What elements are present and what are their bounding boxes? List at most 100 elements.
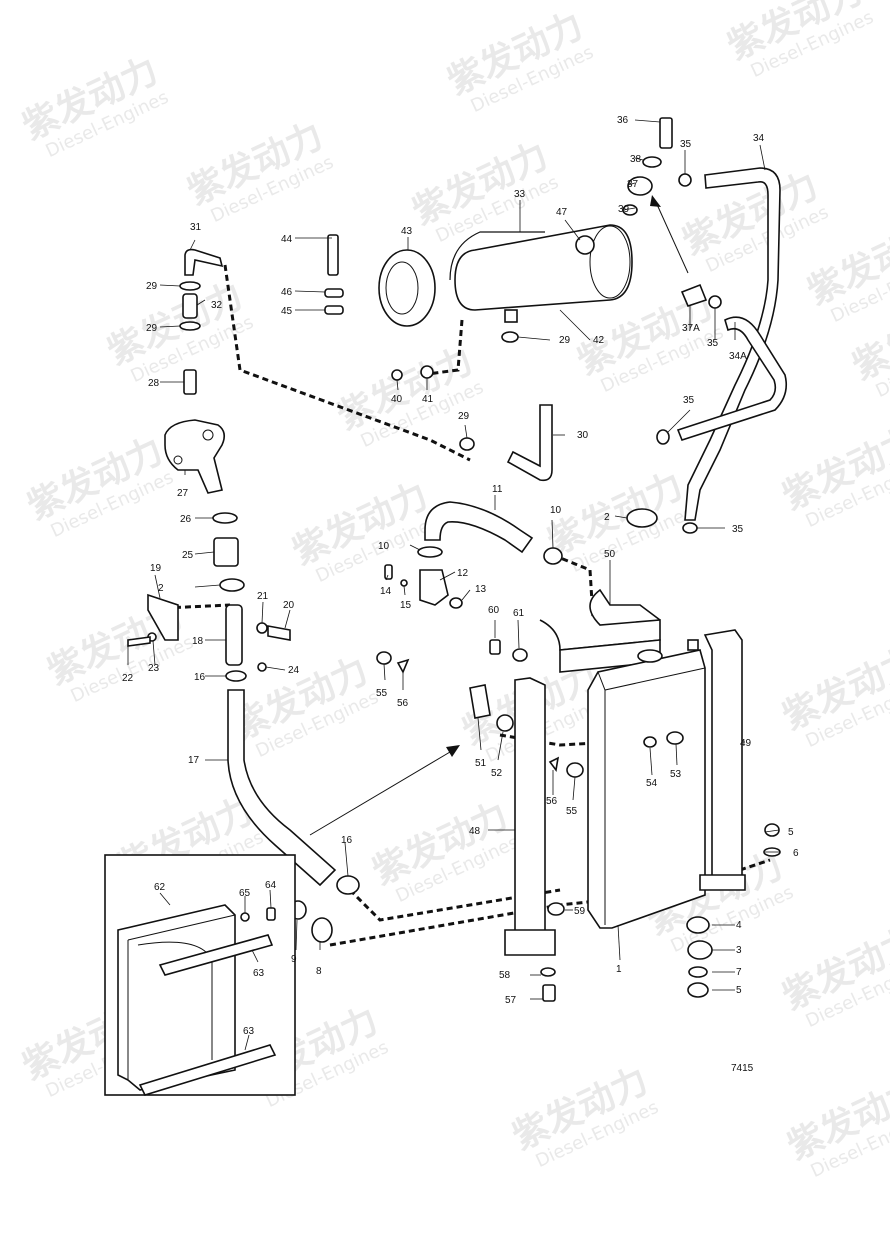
callout-59: 59 (574, 906, 586, 917)
callout-16: 16 (341, 835, 353, 846)
callout-37: 37 (627, 179, 639, 190)
callout-33: 33 (514, 189, 526, 200)
callout-8: 8 (316, 966, 322, 977)
callout-29: 29 (146, 281, 158, 292)
callout-49: 49 (740, 738, 752, 749)
callout-19: 19 (150, 563, 162, 574)
callout-31: 31 (190, 222, 202, 233)
callout-22: 22 (122, 673, 134, 684)
callout-9: 9 (291, 954, 297, 965)
callout-36: 36 (617, 115, 629, 126)
callout-17: 17 (188, 755, 200, 766)
callout-5: 5 (736, 985, 742, 996)
callout-56: 56 (397, 698, 409, 709)
callout-54: 54 (646, 778, 658, 789)
callout-23: 23 (148, 663, 160, 674)
callout-30: 30 (577, 430, 589, 441)
callout-24: 24 (288, 665, 300, 676)
callout-35: 35 (707, 338, 719, 349)
callout-45: 45 (281, 306, 293, 317)
callout-34A: 34A (729, 351, 747, 362)
callout-63: 63 (253, 968, 265, 979)
callout-51: 51 (475, 758, 487, 769)
callout-40: 40 (391, 394, 403, 405)
callout-55: 55 (566, 806, 578, 817)
callout-63: 63 (243, 1026, 255, 1037)
callout-58: 58 (499, 970, 511, 981)
callout-3: 3 (736, 945, 742, 956)
callout-41: 41 (422, 394, 434, 405)
callout-2: 2 (604, 512, 610, 523)
callout-52: 52 (491, 768, 503, 779)
callout-10: 10 (378, 541, 390, 552)
callout-44: 44 (281, 234, 293, 245)
callout-62: 62 (154, 882, 166, 893)
callout-37A: 37A (682, 323, 700, 334)
callout-6: 6 (793, 848, 799, 859)
callout-28: 28 (148, 378, 160, 389)
callout-5: 5 (788, 827, 794, 838)
callout-60: 60 (488, 605, 500, 616)
callout-14: 14 (380, 586, 392, 597)
callout-11: 11 (492, 484, 503, 495)
callout-13: 13 (475, 584, 487, 595)
callout-35: 35 (683, 395, 695, 406)
callout-32: 32 (211, 300, 223, 311)
callout-18: 18 (192, 636, 204, 647)
callout-7: 7 (736, 967, 742, 978)
callout-16: 16 (194, 672, 206, 683)
callout-21: 21 (257, 591, 269, 602)
callout-39: 39 (618, 204, 630, 215)
callout-50: 50 (604, 549, 616, 560)
callout-15: 15 (400, 600, 412, 611)
callout-42: 42 (593, 335, 605, 346)
callout-20: 20 (283, 600, 295, 611)
callout-61: 61 (513, 608, 525, 619)
callout-38: 38 (630, 154, 642, 165)
callout-34: 34 (753, 133, 765, 144)
callout-2: 2 (158, 583, 164, 594)
callout-4: 4 (736, 920, 742, 931)
leader-lines (127, 119, 780, 1051)
callout-35: 35 (732, 524, 744, 535)
callout-46: 46 (281, 287, 293, 298)
callout-56: 56 (546, 796, 558, 807)
callout-10: 10 (550, 505, 562, 516)
callout-12: 12 (457, 568, 469, 579)
callout-53: 53 (670, 769, 682, 780)
callout-1: 1 (616, 964, 622, 975)
callout-57: 57 (505, 995, 517, 1006)
callout-65: 65 (239, 888, 251, 899)
callout-64: 64 (265, 880, 277, 891)
callout-29: 29 (146, 323, 158, 334)
callout-55: 55 (376, 688, 388, 699)
callout-25: 25 (182, 550, 194, 561)
callout-35: 35 (680, 139, 692, 150)
callout-29: 29 (458, 411, 470, 422)
callout-48: 48 (469, 826, 481, 837)
figure-code: 7415 (731, 1063, 754, 1074)
callout-29: 29 (559, 335, 571, 346)
callout-27: 27 (177, 488, 189, 499)
callout-43: 43 (401, 226, 413, 237)
callout-47: 47 (556, 207, 568, 218)
callout-26: 26 (180, 514, 192, 525)
drawing (104, 117, 788, 1096)
